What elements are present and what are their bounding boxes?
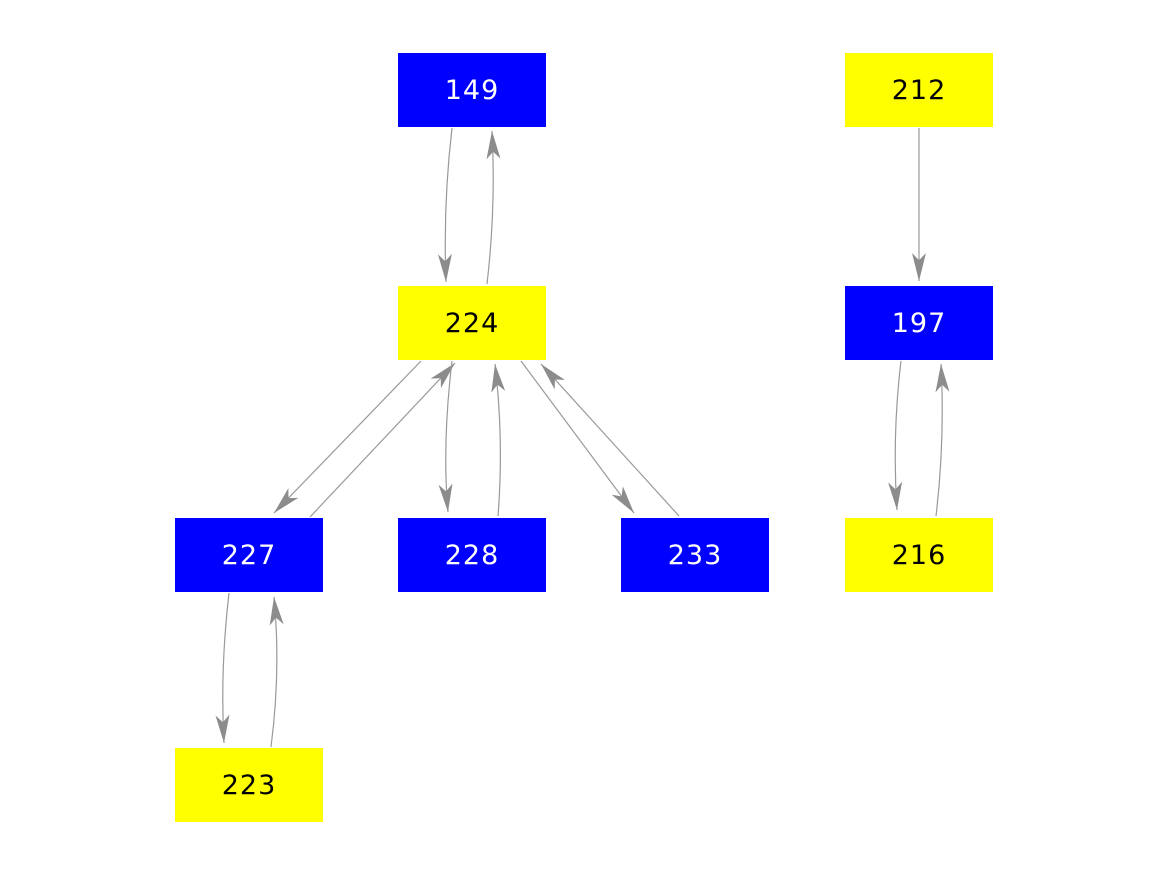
node-label: 228 <box>444 539 500 571</box>
graph-node-227[interactable]: 227 <box>175 518 323 592</box>
edge-224-to-228 <box>438 360 453 513</box>
graph-node-223[interactable]: 223 <box>175 748 323 822</box>
node-label: 227 <box>221 539 277 571</box>
edge-233-to-224 <box>540 363 680 517</box>
node-label: 149 <box>444 74 500 106</box>
node-label: 223 <box>221 769 277 801</box>
edge-197-to-216 <box>888 360 903 511</box>
edge-223-to-227 <box>269 596 284 748</box>
node-label: 197 <box>891 307 947 339</box>
graph-node-228[interactable]: 228 <box>398 518 546 592</box>
graph-node-224[interactable]: 224 <box>398 286 546 360</box>
graph-node-197[interactable]: 197 <box>845 286 993 360</box>
graph-node-233[interactable]: 233 <box>621 518 769 592</box>
node-label: 212 <box>891 74 947 106</box>
graph-node-149[interactable]: 149 <box>398 53 546 127</box>
edge-227-to-224 <box>309 362 456 518</box>
edge-227-to-223 <box>215 592 230 744</box>
edge-224-to-149 <box>486 130 501 285</box>
edge-228-to-224 <box>491 363 506 517</box>
graph-node-212[interactable]: 212 <box>845 53 993 127</box>
edge-149-to-224 <box>437 127 453 283</box>
node-label: 233 <box>667 539 723 571</box>
edge-216-to-197 <box>935 363 950 517</box>
edge-224-to-227 <box>273 360 422 514</box>
edge-224-to-233 <box>520 360 635 514</box>
node-label: 224 <box>444 307 500 339</box>
node-label: 216 <box>891 539 947 571</box>
graph-node-216[interactable]: 216 <box>845 518 993 592</box>
